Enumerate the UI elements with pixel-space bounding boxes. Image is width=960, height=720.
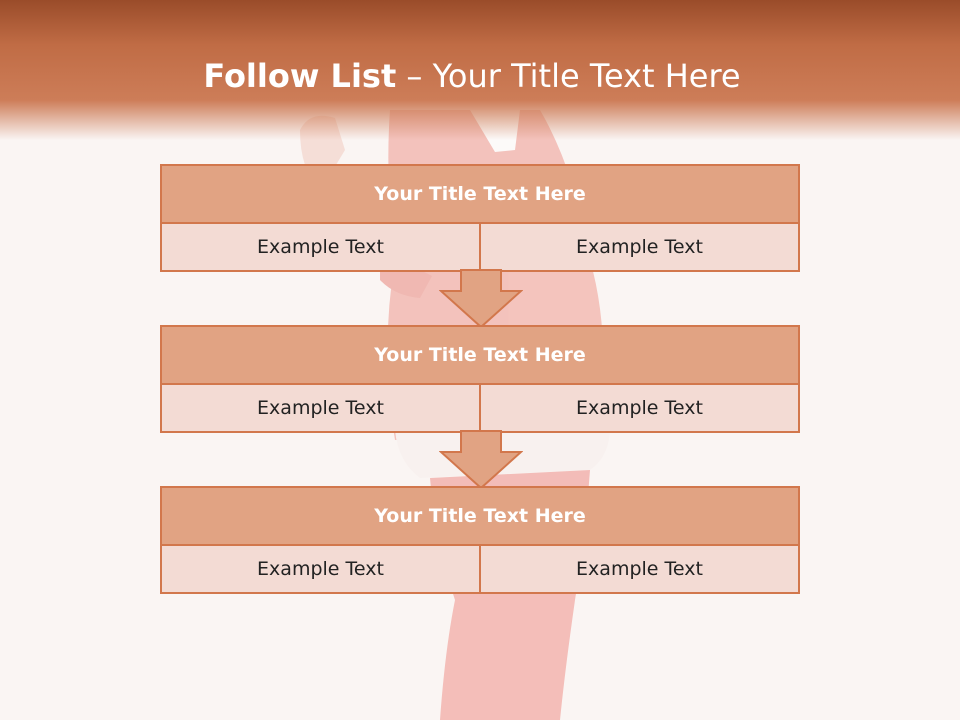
list-block-row: Example Text Example Text <box>162 546 798 592</box>
down-arrow-icon <box>439 269 523 329</box>
list-block-title: Your Title Text Here <box>162 488 798 546</box>
list-block-cell-right: Example Text <box>479 224 798 270</box>
list-block-3: Your Title Text Here Example Text Exampl… <box>160 486 800 594</box>
title-bar: Follow List – Your Title Text Here <box>0 0 960 140</box>
list-block-cell-left: Example Text <box>257 558 384 580</box>
list-block-cell-right: Example Text <box>479 385 798 431</box>
list-block-1: Your Title Text Here Example Text Exampl… <box>160 164 800 272</box>
slide-title: Follow List – Your Title Text Here <box>0 52 944 100</box>
list-block-cell-left: Example Text <box>257 236 384 258</box>
list-block-title: Your Title Text Here <box>162 327 798 385</box>
list-block-2: Your Title Text Here Example Text Exampl… <box>160 325 800 433</box>
slide-title-bold: Follow List <box>203 57 397 95</box>
down-arrow-icon <box>439 430 523 490</box>
list-block-cell-right: Example Text <box>479 546 798 592</box>
list-block-title: Your Title Text Here <box>162 166 798 224</box>
list-block-row: Example Text Example Text <box>162 224 798 270</box>
list-block-cell-left: Example Text <box>257 397 384 419</box>
slide-title-rest: – Your Title Text Here <box>396 57 741 95</box>
list-block-row: Example Text Example Text <box>162 385 798 431</box>
